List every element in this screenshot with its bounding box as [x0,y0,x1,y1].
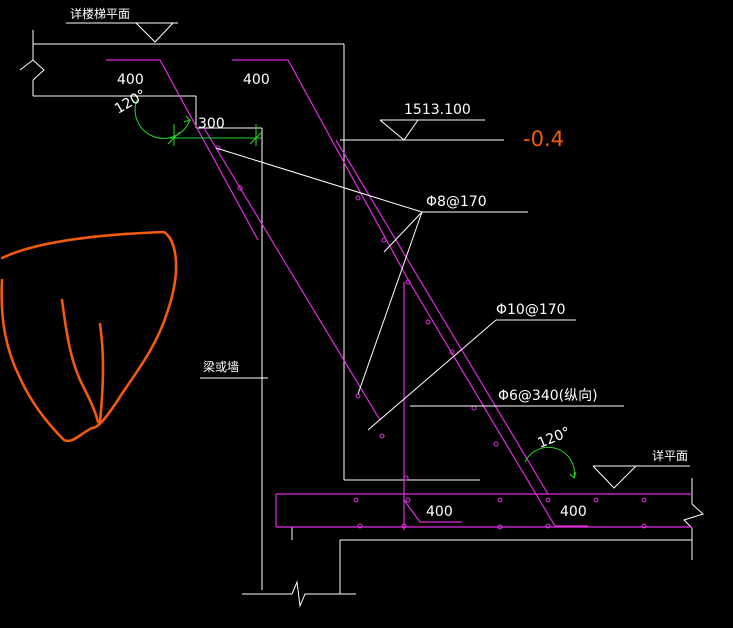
floor-elevation-mark: 详平面 [592,448,690,489]
beam-or-wall: 梁或墙 [195,96,356,608]
slab-thickness-top-left: 400 [117,72,144,88]
markup-note: -0.4 [523,127,564,151]
landing-elevation-mark: 详楼梯平面 [66,6,178,43]
rebar-dots [215,145,647,530]
top-landing-slab [19,30,345,140]
beam-or-wall-label: 梁或墙 [203,359,239,374]
slab-thickness-top-right: 400 [243,72,270,88]
rebar-label-3: Φ6@340(纵向) [498,388,598,404]
hand-drawn-markup: -0.4 [0,127,564,443]
leader-lines [215,147,624,431]
rebar-label-1: Φ8@170 [426,194,487,210]
drawing-labels: 400 400 120° 300 Φ8@170 Φ10@170 Φ6@340(纵… [112,72,598,520]
stair-waist-slab [340,139,504,481]
rebar-lines [106,59,692,530]
elevation-label: 1513.100 [404,102,471,118]
landing-elevation-label: 详楼梯平面 [70,6,130,21]
dimension-300: 300 [198,116,225,132]
angle-top-label: 120° [112,87,149,118]
rebar-label-2: Φ10@170 [496,302,566,318]
elevation-mark: 1513.100 [344,102,485,141]
slab-thickness-bottom-left: 400 [426,504,453,520]
floor-elevation-label: 详平面 [652,448,688,463]
slab-thickness-bottom-right: 400 [560,504,587,520]
dimension-marks [134,99,577,479]
